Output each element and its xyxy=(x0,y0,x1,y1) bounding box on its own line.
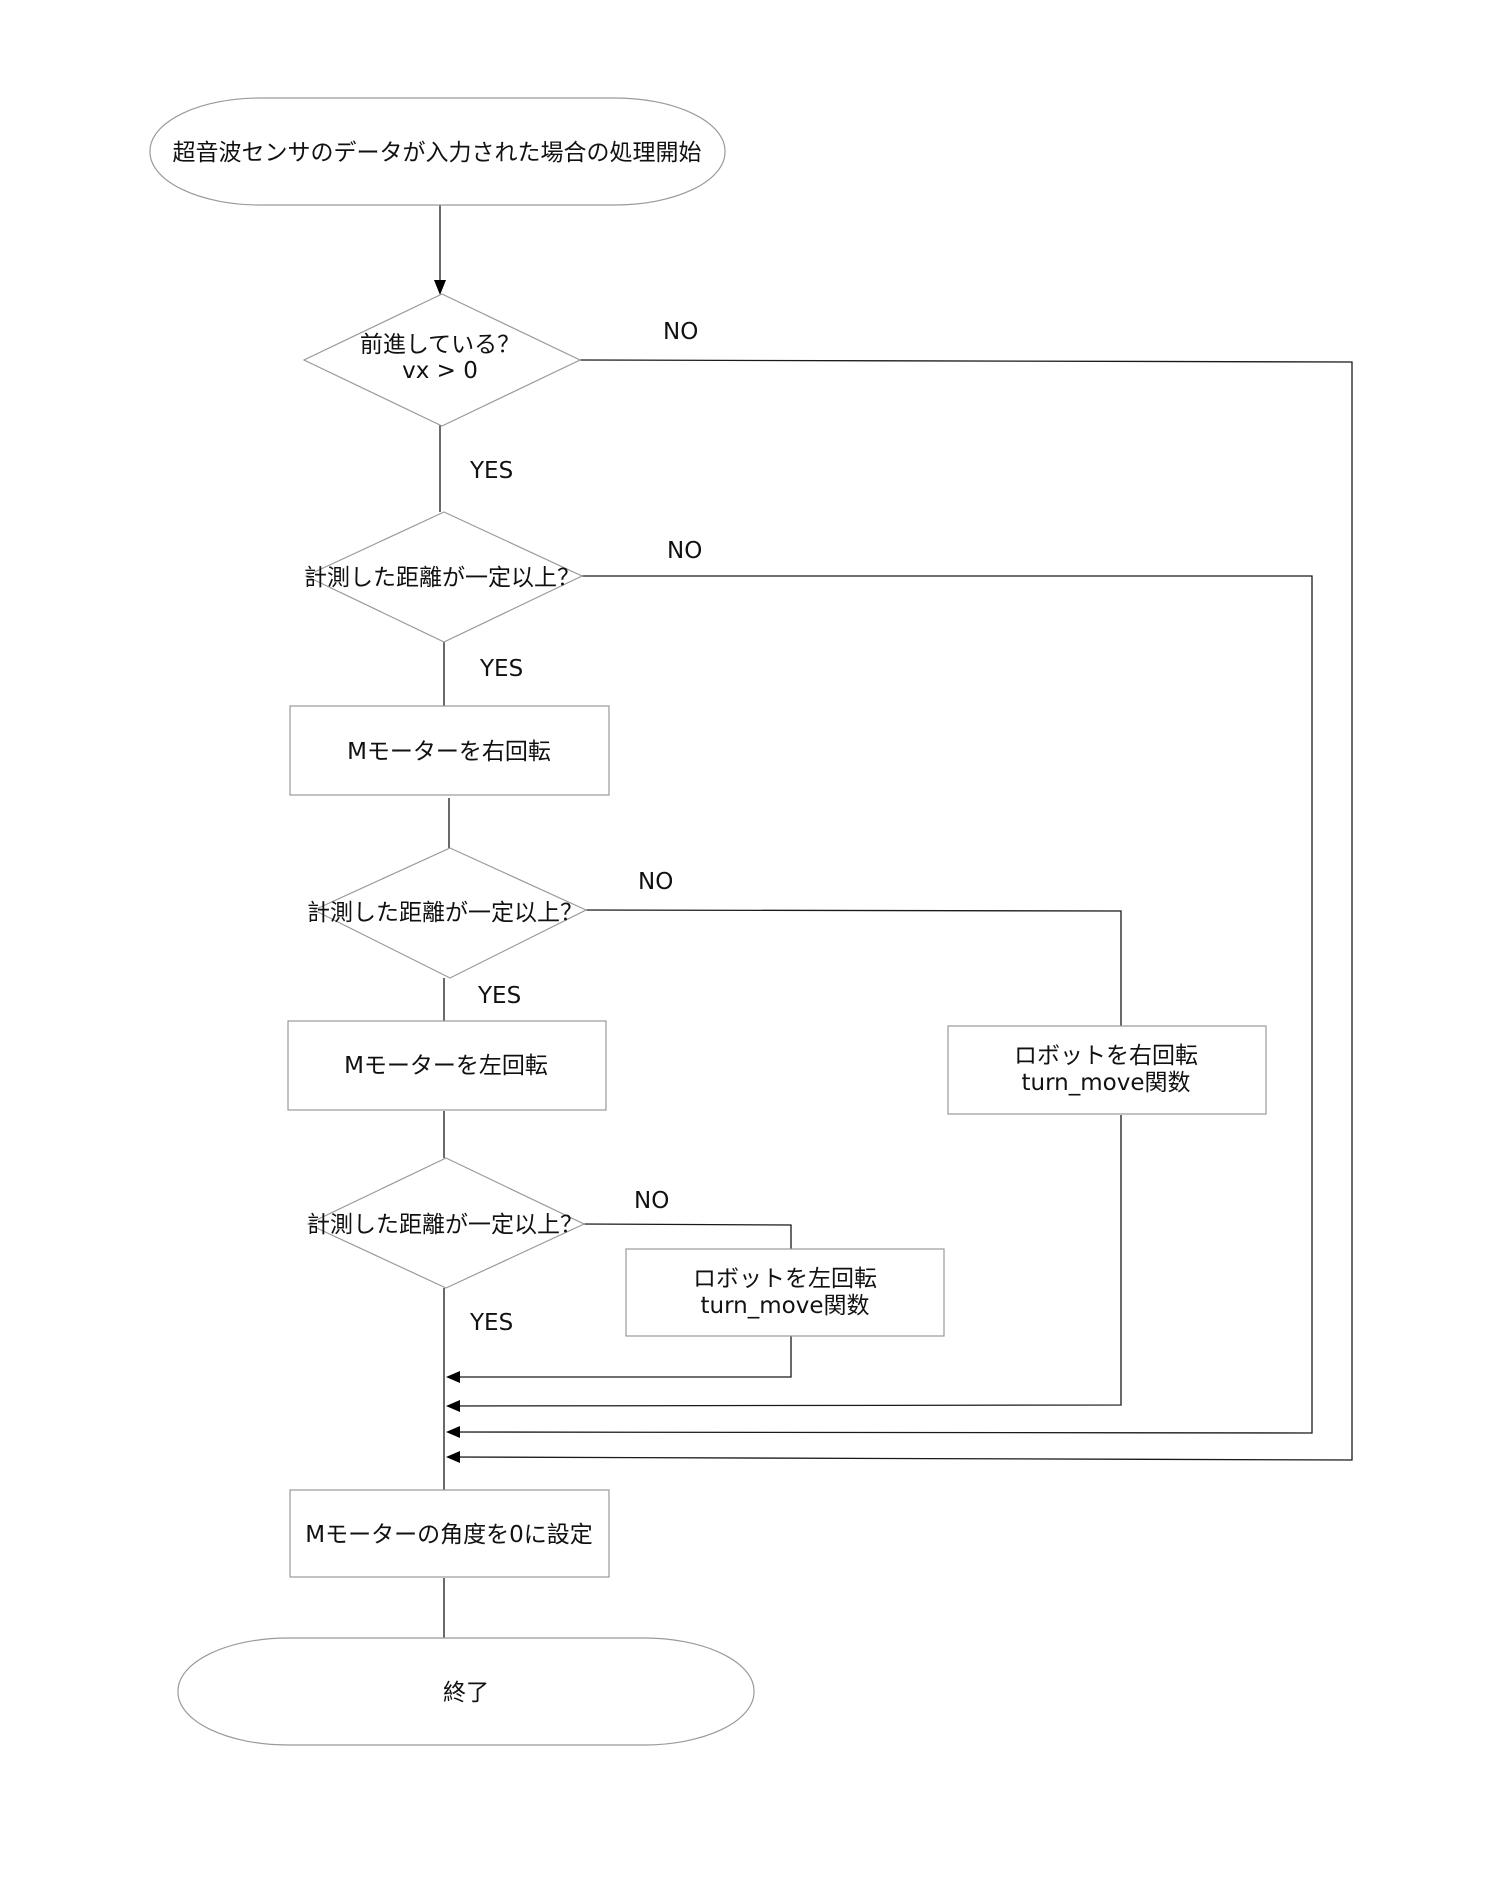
edge-label-d2-no: NO xyxy=(667,538,702,564)
process-robot-right xyxy=(947,1025,1267,1115)
decision-distance-1 xyxy=(304,511,584,643)
decision-distance-1-label: 計測した距離が一定以上？ xyxy=(304,565,580,591)
motor-right-label: Mモーターを右回転 xyxy=(347,739,551,765)
decision-distance-2-label: 計測した距離が一定以上？ xyxy=(307,900,583,926)
connector-robot-left-to-merge xyxy=(448,1336,792,1378)
edge-label-d3-no: NO xyxy=(638,869,673,895)
connectors xyxy=(439,205,1353,1638)
robot-left-label-line2: turn_move関数 xyxy=(701,1293,870,1319)
edge-labels: NO YES NO YES NO YES NO YES xyxy=(469,319,702,1336)
arrow-left-merge-d2-no xyxy=(446,1426,460,1438)
decision-distance-3 xyxy=(306,1157,586,1289)
decision-distance-3-label: 計測した距離が一定以上？ xyxy=(307,1212,583,1238)
process-robot-left xyxy=(625,1248,945,1337)
decision-forward xyxy=(302,293,582,427)
connector-d4-no-path xyxy=(579,1223,792,1249)
edge-label-d4-yes: YES xyxy=(469,1310,513,1336)
arrow-left-merge-d1-no xyxy=(446,1451,460,1463)
arrowheads xyxy=(434,280,460,1463)
arrow-left-merge-robot-right xyxy=(446,1400,460,1412)
node-labels: 超音波センサのデータが入力された場合の処理開始 前進している？ vx > 0 計… xyxy=(173,140,1199,1706)
robot-left-label-line1: ロボットを左回転 xyxy=(693,1266,877,1292)
decision-forward-label-line1: 前進している？ xyxy=(360,332,520,358)
start-terminal xyxy=(149,97,726,206)
motor-left-label: Mモーターを左回転 xyxy=(344,1053,548,1079)
end-label: 終了 xyxy=(443,1680,489,1706)
connector-d1-no-path xyxy=(447,359,1353,1461)
connector-d2-no-path xyxy=(447,575,1313,1434)
process-motor-left xyxy=(287,1020,607,1111)
process-motor-right xyxy=(289,705,610,796)
edge-label-d4-no: NO xyxy=(634,1188,669,1214)
connector-robot-right-to-merge xyxy=(447,1115,1122,1407)
start-label: 超音波センサのデータが入力された場合の処理開始 xyxy=(173,140,702,166)
decision-distance-2 xyxy=(312,847,588,979)
robot-right-label-line1: ロボットを右回転 xyxy=(1014,1043,1198,1069)
robot-right-label-line2: turn_move関数 xyxy=(1022,1070,1191,1096)
arrow-down-to-d1 xyxy=(434,280,446,295)
edge-label-d3-yes: YES xyxy=(477,983,521,1009)
connector-d3-no-path xyxy=(579,909,1122,1026)
process-reset-angle xyxy=(289,1489,610,1578)
end-terminal xyxy=(177,1637,755,1746)
shapes xyxy=(149,97,1267,1746)
arrow-left-merge-robot-left xyxy=(446,1371,460,1383)
edge-label-d1-no: NO xyxy=(663,319,698,345)
edge-label-d1-yes: YES xyxy=(469,458,513,484)
decision-forward-label-line2: vx > 0 xyxy=(402,358,478,384)
edge-label-d2-yes: YES xyxy=(479,656,523,682)
reset-angle-label: Mモーターの角度を0に設定 xyxy=(305,1522,592,1548)
